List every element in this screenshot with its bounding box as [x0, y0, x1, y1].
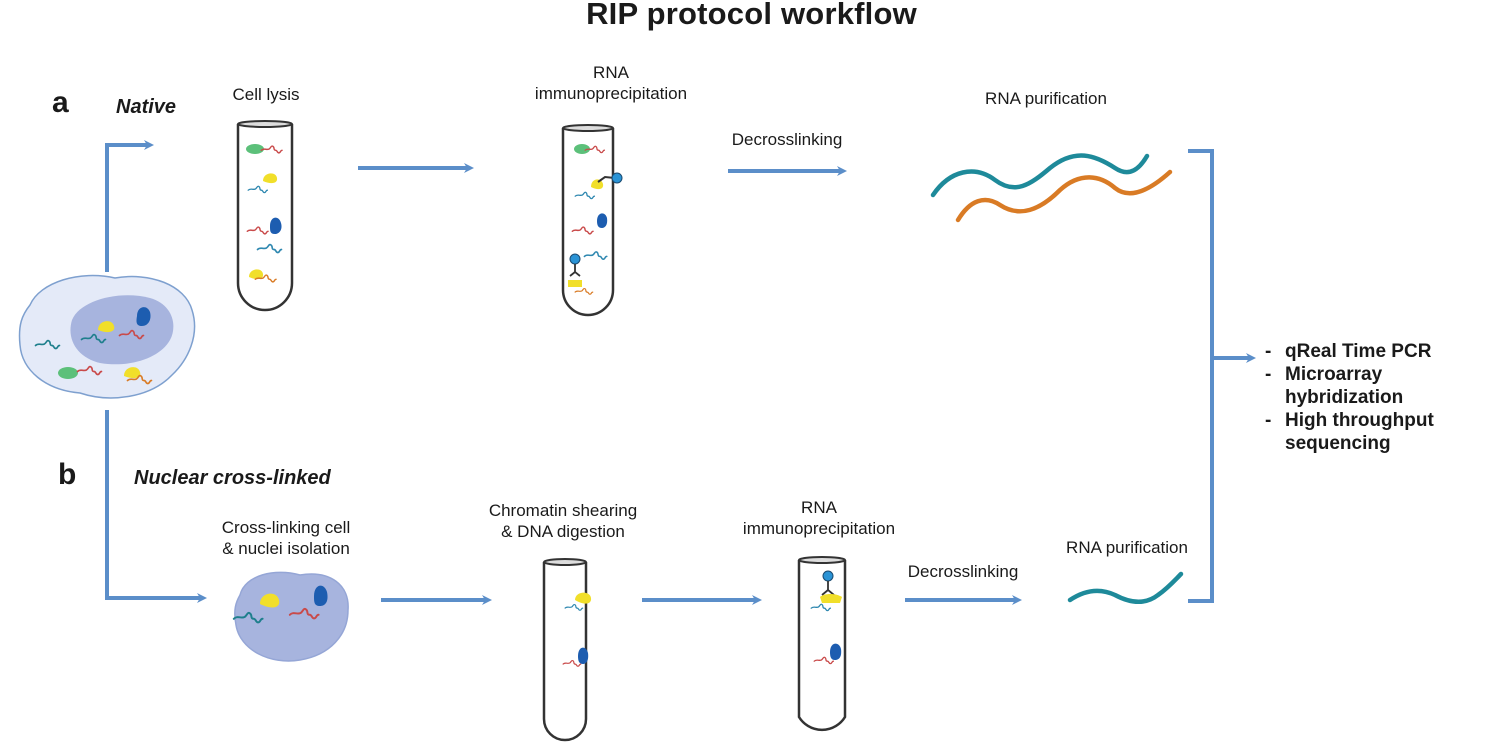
diagram-title: RIP protocol workflow	[586, 0, 917, 31]
step-label-rna-purification-a: RNA purification	[985, 89, 1107, 108]
step-label-decrosslinking-a: Decrosslinking	[731, 130, 843, 149]
panel-b-letter: b	[58, 458, 77, 491]
panel-a-letter: a	[52, 86, 69, 119]
step-label-rna-immunoprecipitation-b: RNA immunoprecipitation	[742, 498, 896, 538]
arrow-to-nuclear	[105, 410, 207, 603]
readout-qpcr: - qReal Time PCR	[1265, 341, 1432, 362]
test-tube-rna-ip-icon	[561, 124, 623, 317]
test-tube-shearing-icon	[542, 558, 592, 742]
test-tube-rna-ip-b-icon	[797, 556, 847, 732]
arrow-to-native	[105, 140, 154, 272]
branch-label-nuclear-cross-linked: Nuclear cross-linked	[134, 467, 331, 489]
cell-with-nucleus-icon	[18, 274, 196, 399]
branch-label-native: Native	[116, 96, 177, 118]
cross-linked-nucleus-icon	[232, 571, 349, 662]
test-tube-cell-lysis-icon	[236, 120, 294, 312]
step-label-cell-lysis: Cell lysis	[232, 85, 300, 104]
branch-arrows	[105, 140, 207, 603]
step-label-decrosslinking-b: Decrosslinking	[907, 562, 1019, 581]
step-label-chromatin-shearing: Chromatin shearing & DNA digestion	[488, 501, 638, 541]
step-label-rna-immunoprecipitation-a: RNA immunoprecipitation	[534, 63, 688, 103]
step-label-rna-purification-b: RNA purification	[1066, 538, 1188, 557]
purified-rna-icon-b	[1067, 571, 1184, 604]
merge-bracket	[1188, 149, 1214, 603]
purified-rna-icon-a	[930, 153, 1173, 223]
step-label-cross-linking-cell: Cross-linking cell & nuclei isolation	[221, 518, 351, 558]
